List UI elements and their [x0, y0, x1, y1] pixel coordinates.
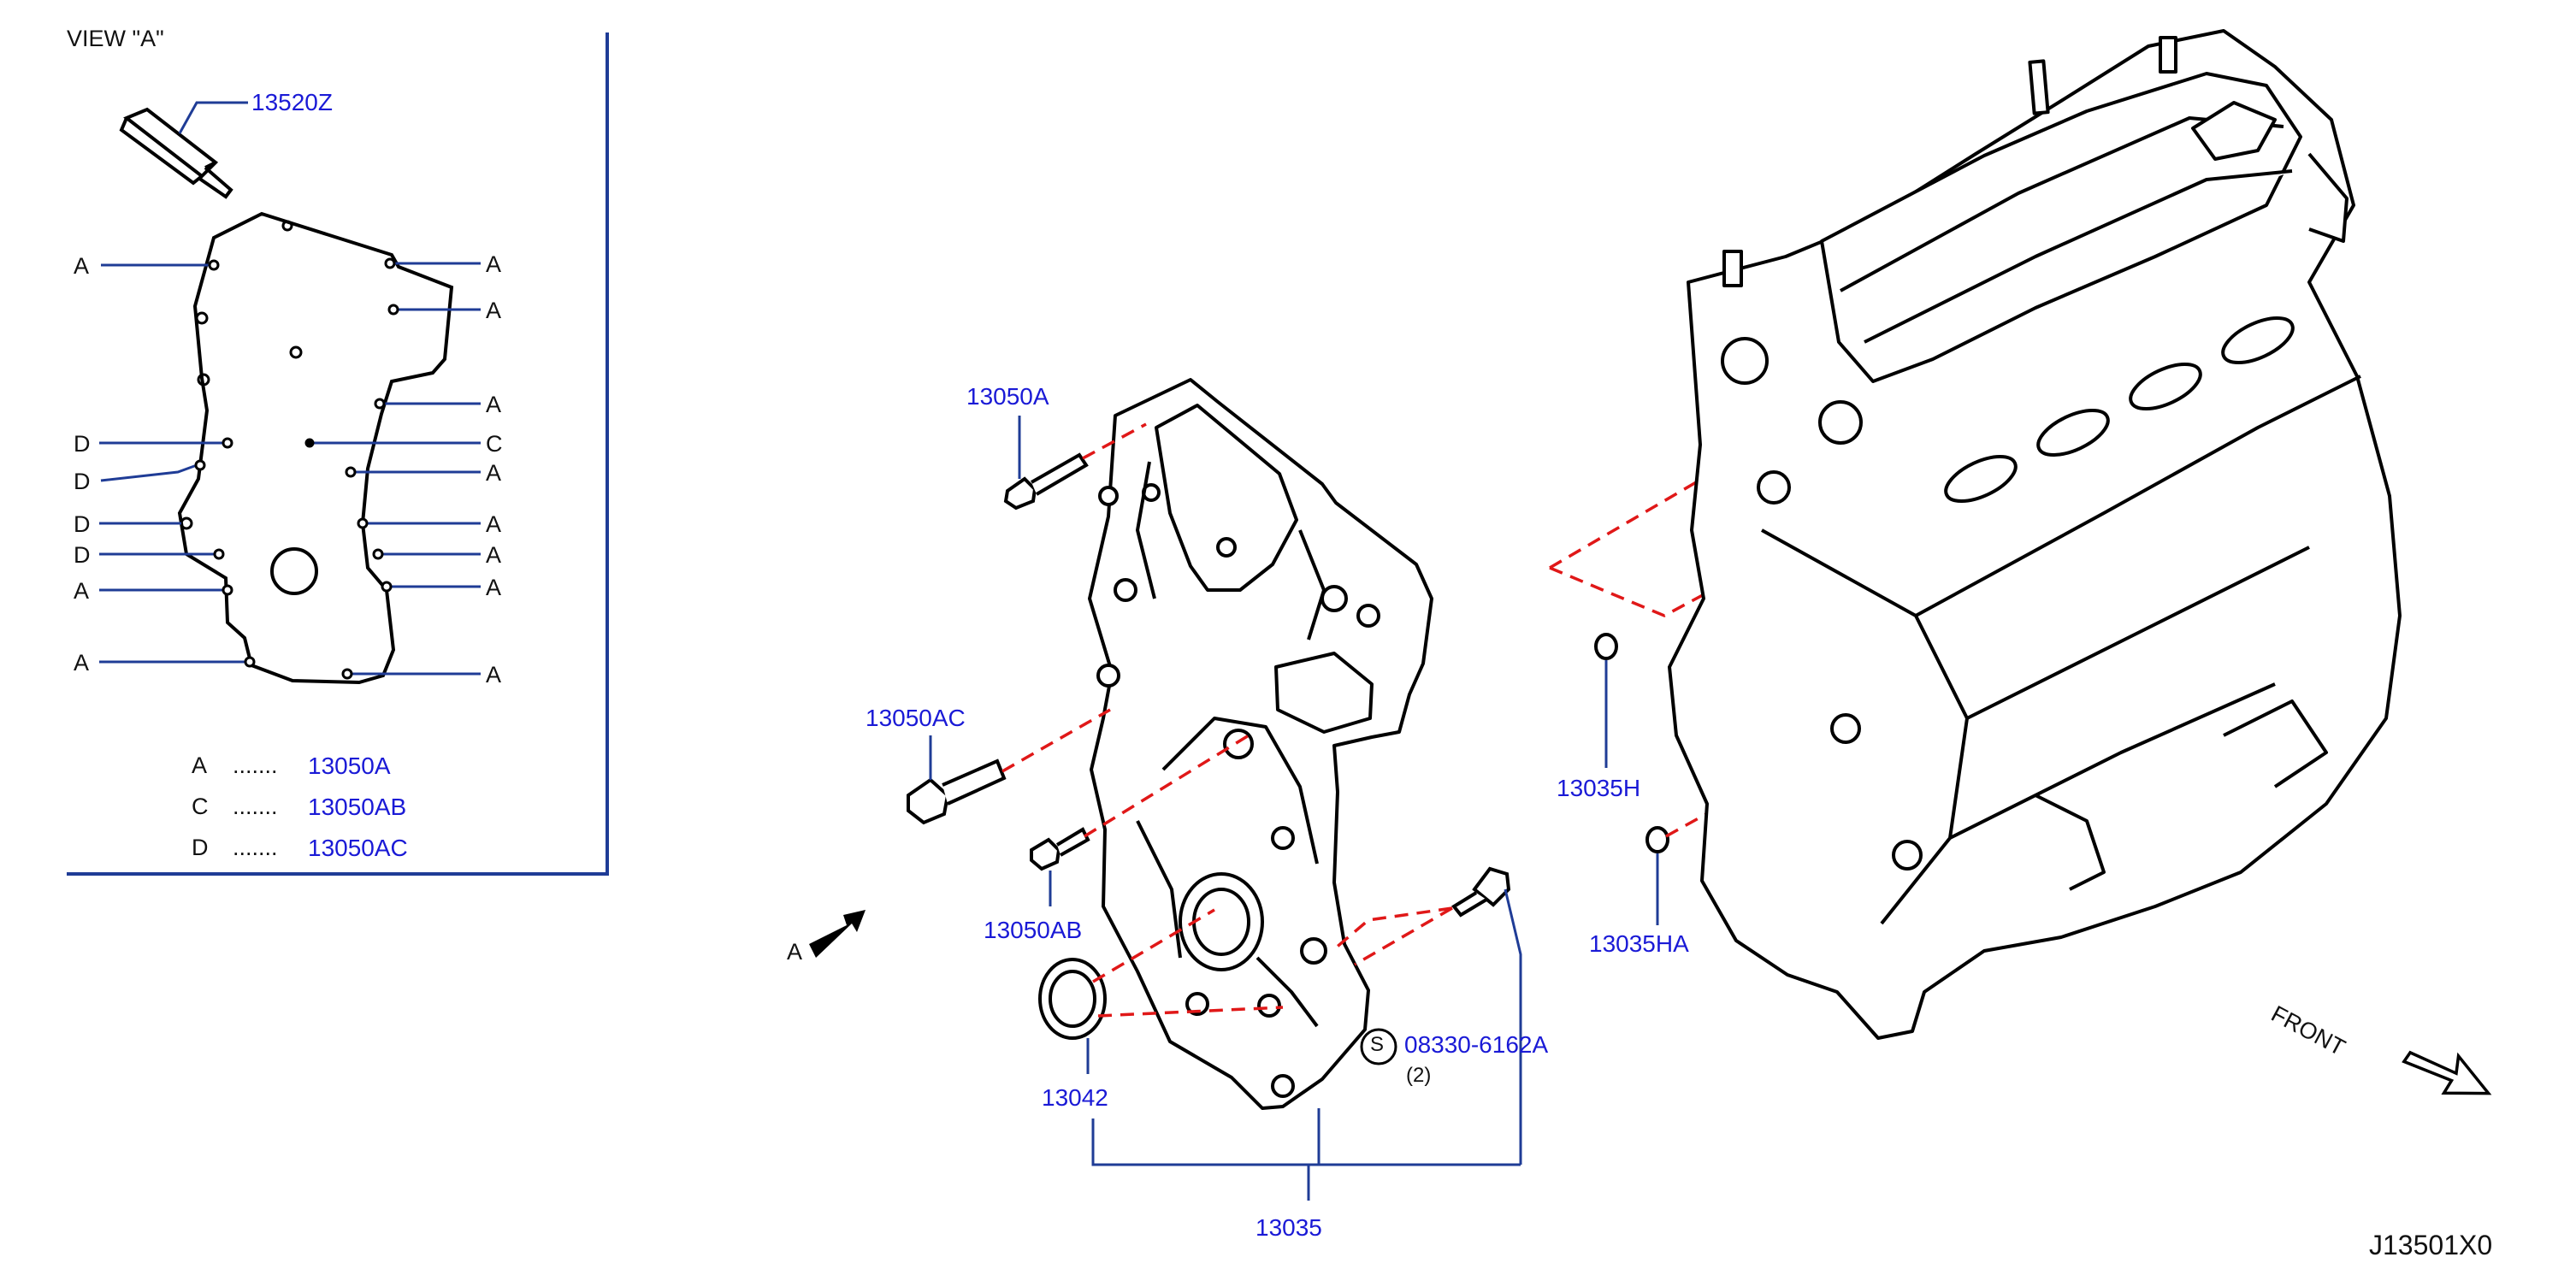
part-number-08330-6162a[interactable]: 08330-6162A: [1404, 1031, 1549, 1058]
view-a-letter-d: D: [74, 431, 91, 457]
legend-part-number[interactable]: 13050AC: [308, 835, 408, 861]
special-bolt-icon: [1451, 866, 1511, 918]
view-a-letter-a: A: [486, 511, 502, 537]
part-number-13035ha[interactable]: 13035HA: [1589, 930, 1689, 957]
legend-part-number[interactable]: 13050A: [308, 753, 391, 779]
view-a-letter-d: D: [74, 511, 91, 537]
view-a-cover-outline: [177, 211, 454, 685]
view-a-letter-a: A: [486, 298, 502, 323]
view-a-letter-d: D: [74, 469, 91, 494]
view-a-letter-a: A: [74, 578, 90, 604]
view-arrow-label: A: [787, 939, 803, 965]
view-a-letter-d: D: [74, 542, 91, 568]
view-a-letter-a: A: [486, 662, 502, 688]
bolt-13050ac-icon: [907, 758, 1007, 825]
legend-key: A: [192, 753, 208, 778]
bolt-13050ab-icon: [1030, 827, 1090, 871]
engine-assembly: [1668, 29, 2402, 1040]
part-number-13050ab[interactable]: 13050AB: [984, 917, 1083, 943]
o-ring-lower-icon: [1645, 826, 1669, 853]
view-a-small-hole: [289, 345, 303, 359]
legend-key: D: [192, 835, 209, 860]
legend-part-number[interactable]: 13050AB: [308, 794, 407, 820]
bolt-13050a-icon: [1003, 452, 1089, 511]
view-a-letter-a: A: [486, 392, 502, 417]
view-arrow-icon: [809, 910, 866, 958]
part-number-13035h[interactable]: 13035H: [1557, 775, 1641, 801]
legend-dots: .......: [233, 794, 278, 819]
view-a-letter-c: C: [486, 431, 503, 457]
front-cover: [1088, 378, 1433, 1110]
view-a-small-hole: [197, 373, 210, 387]
part-number-13050a[interactable]: 13050A: [966, 383, 1049, 410]
view-a-panel: [67, 32, 609, 876]
sealant-part-number[interactable]: 13520Z: [251, 89, 333, 115]
view-a-title: VIEW "A": [67, 26, 164, 51]
o-ring-upper-icon: [1594, 633, 1618, 660]
view-a-letter-a: A: [74, 650, 90, 676]
legend-key: C: [192, 794, 209, 819]
view-a-small-hole: [195, 311, 209, 325]
front-arrow-icon: [2402, 1050, 2492, 1095]
view-a-small-hole: [281, 220, 293, 232]
special-bolt-symbol: S: [1370, 1033, 1385, 1056]
legend-dots: .......: [233, 753, 278, 778]
part-number-13042[interactable]: 13042: [1042, 1084, 1108, 1111]
sealant-tube-icon: [119, 107, 233, 199]
special-bolt-symbol-circle: [1360, 1028, 1397, 1065]
oil-seal-icon: [1038, 958, 1107, 1040]
view-a-leaders: [99, 262, 481, 676]
special-bolt-quantity: (2): [1406, 1064, 1432, 1087]
view-a-letter-a: A: [486, 575, 502, 600]
sealant-leader: [178, 101, 248, 134]
view-a-letter-a: A: [486, 251, 502, 277]
main-leaders: [929, 416, 1659, 1201]
legend-dots: .......: [233, 835, 278, 860]
view-a-bolt-points: [194, 257, 399, 680]
view-a-letter-a: A: [486, 542, 502, 568]
part-number-13035[interactable]: 13035: [1256, 1214, 1322, 1241]
view-a-letter-a: A: [74, 253, 90, 279]
view-a-seal-hole: [270, 547, 318, 595]
diagram-id: J13501X0: [2369, 1230, 2493, 1260]
part-number-13050ac[interactable]: 13050AC: [866, 705, 966, 731]
view-a-letter-a: A: [486, 460, 502, 486]
